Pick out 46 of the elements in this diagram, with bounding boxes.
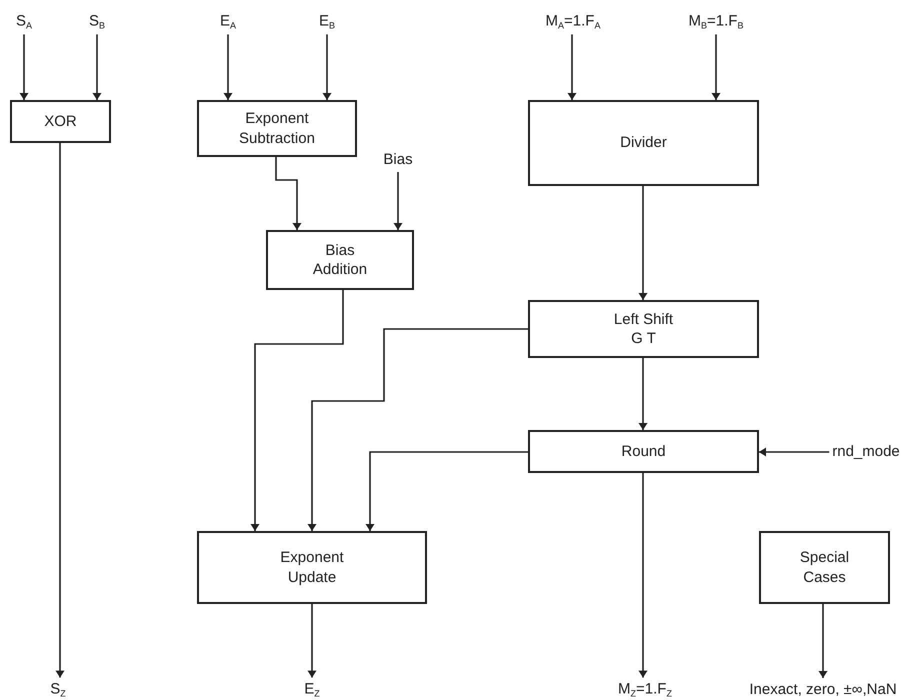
arrow [20, 34, 28, 100]
box-label: Divider [620, 133, 667, 153]
arrow [324, 34, 330, 100]
signal-label: E$_{Z}$ [304, 680, 320, 700]
box-label: Exponent Update [279, 548, 345, 587]
arrow [366, 451, 528, 531]
arrow [275, 157, 300, 230]
box-label: Left Shift G T [612, 310, 674, 348]
process-box [759, 531, 890, 604]
process-box [528, 100, 759, 186]
process-box [266, 230, 414, 290]
arrow [640, 358, 646, 430]
signal-label: Inexact, zero, ±∞,NaN [749, 681, 897, 699]
box-label: Bias Addition [312, 240, 368, 280]
arrow [308, 604, 316, 678]
box-label: Special Cases [798, 548, 850, 587]
process-box [528, 430, 759, 473]
arrow [640, 473, 646, 678]
arrow [640, 186, 646, 300]
arrow [308, 328, 528, 531]
signal-label: rnd_mode [832, 443, 900, 461]
signal-label: M$_{A}$=1.F$_{A}$ [546, 12, 600, 32]
box-label: XOR [44, 112, 77, 132]
arrow [252, 290, 344, 531]
signal-label: S$_{Z}$ [50, 680, 66, 700]
signal-label: M$_{B}$=1.F$_{B}$ [688, 12, 744, 32]
signal-label: S$_{B}$ [88, 12, 106, 32]
arrow [94, 34, 100, 100]
arrow [820, 604, 826, 678]
signal-label: S$_{A}$ [16, 12, 32, 32]
arrow [56, 143, 64, 678]
signal-label: M$_{Z}$=1.F$_{Z}$ [618, 680, 672, 700]
arrow [394, 172, 402, 230]
arrow [712, 34, 720, 100]
signal-label: E$_{A}$ [220, 12, 236, 32]
signal-label: Bias [383, 151, 413, 169]
process-box [10, 100, 111, 143]
signal-label: E$_{B}$ [318, 12, 336, 32]
box-label: Round [621, 442, 666, 462]
arrow [224, 34, 232, 100]
box-label: Exponent Subtraction [238, 109, 316, 148]
process-box [197, 100, 357, 157]
arrow [759, 448, 830, 456]
process-box [528, 300, 759, 358]
process-box [197, 531, 427, 604]
arrow [568, 34, 576, 100]
